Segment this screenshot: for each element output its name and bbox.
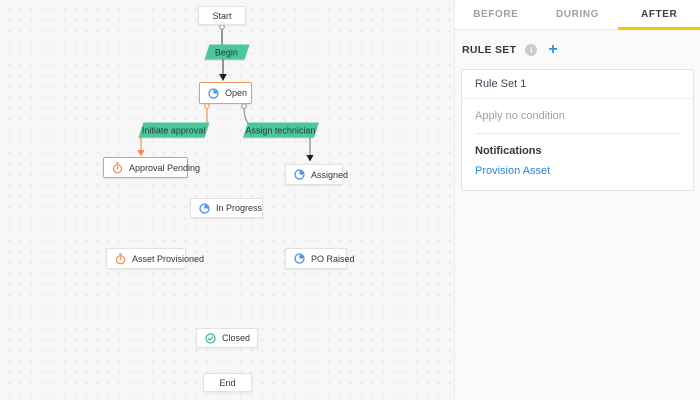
ruleset-card[interactable]: Rule Set 1 Apply no condition Notificati… bbox=[461, 69, 694, 191]
card-divider bbox=[475, 133, 680, 134]
node-approval-pending[interactable]: Approval Pending bbox=[103, 157, 200, 178]
arrowhead-open bbox=[219, 74, 227, 81]
notifications-label: Notifications bbox=[475, 145, 542, 157]
clock-icon-blue bbox=[208, 87, 219, 99]
node-closed[interactable]: Closed bbox=[196, 328, 258, 348]
node-label: Asset Provisioned bbox=[132, 253, 205, 264]
node-open[interactable]: Open bbox=[199, 82, 252, 104]
check-icon-green bbox=[205, 332, 216, 344]
arrowhead-assigned bbox=[306, 155, 314, 162]
transition-begin[interactable]: Begin bbox=[204, 44, 250, 60]
arrowhead-approval-pending bbox=[137, 150, 145, 157]
ruleset-title: RULE SET bbox=[462, 44, 517, 56]
transition-label: Assign technician bbox=[245, 125, 317, 135]
notification-link-provision-asset[interactable]: Provision Asset bbox=[475, 165, 551, 177]
rules-panel: BEFORE DURING AFTER RULE SET i + Rule Se… bbox=[455, 0, 700, 400]
stopwatch-icon-orange bbox=[112, 161, 123, 174]
connector-open-approval-pending bbox=[137, 103, 210, 157]
node-asset-provisioned[interactable]: Asset Provisioned bbox=[106, 248, 204, 269]
tab-during[interactable]: DURING bbox=[555, 9, 600, 20]
stopwatch-icon-orange bbox=[115, 252, 126, 265]
port-start[interactable] bbox=[219, 24, 225, 30]
tab-after[interactable]: AFTER bbox=[618, 0, 700, 30]
node-in-progress[interactable]: In Progress bbox=[190, 198, 263, 218]
node-label: Closed bbox=[222, 333, 251, 343]
tab-before[interactable]: BEFORE bbox=[473, 9, 519, 20]
node-label: Start bbox=[212, 10, 232, 21]
add-ruleset-button[interactable]: + bbox=[548, 41, 558, 58]
node-po-raised[interactable]: PO Raised bbox=[285, 248, 355, 269]
info-icon[interactable]: i bbox=[525, 44, 538, 56]
ruleset-header: RULE SET i + bbox=[461, 41, 694, 58]
clock-icon-blue bbox=[199, 202, 210, 214]
node-end[interactable]: End bbox=[203, 373, 252, 392]
clock-icon-blue bbox=[294, 169, 305, 180]
node-label: In Progress bbox=[216, 203, 263, 213]
ruleset-card-title[interactable]: Rule Set 1 bbox=[462, 70, 693, 99]
transition-assign-technician[interactable]: Assign technician bbox=[243, 122, 319, 138]
node-label: End bbox=[219, 377, 236, 388]
clock-icon-blue bbox=[294, 253, 305, 264]
ruleset-condition: Apply no condition bbox=[475, 110, 565, 122]
node-label: Assigned bbox=[311, 169, 349, 180]
port-open-left[interactable] bbox=[204, 103, 210, 109]
node-label: Approval Pending bbox=[129, 162, 201, 173]
node-label: Open bbox=[225, 88, 248, 98]
node-label: PO Raised bbox=[311, 253, 355, 264]
transition-label: Initiate approval bbox=[142, 125, 206, 135]
node-start[interactable]: Start bbox=[198, 6, 246, 25]
transition-initiate-approval[interactable]: Initiate approval bbox=[138, 122, 210, 138]
trigger-tabs: BEFORE DURING AFTER bbox=[455, 0, 700, 30]
transition-label: Begin bbox=[215, 47, 239, 57]
node-assigned[interactable]: Assigned bbox=[285, 164, 348, 185]
port-open-right[interactable] bbox=[241, 103, 247, 109]
panel-body: RULE SET i + Rule Set 1 Apply no conditi… bbox=[455, 30, 700, 191]
